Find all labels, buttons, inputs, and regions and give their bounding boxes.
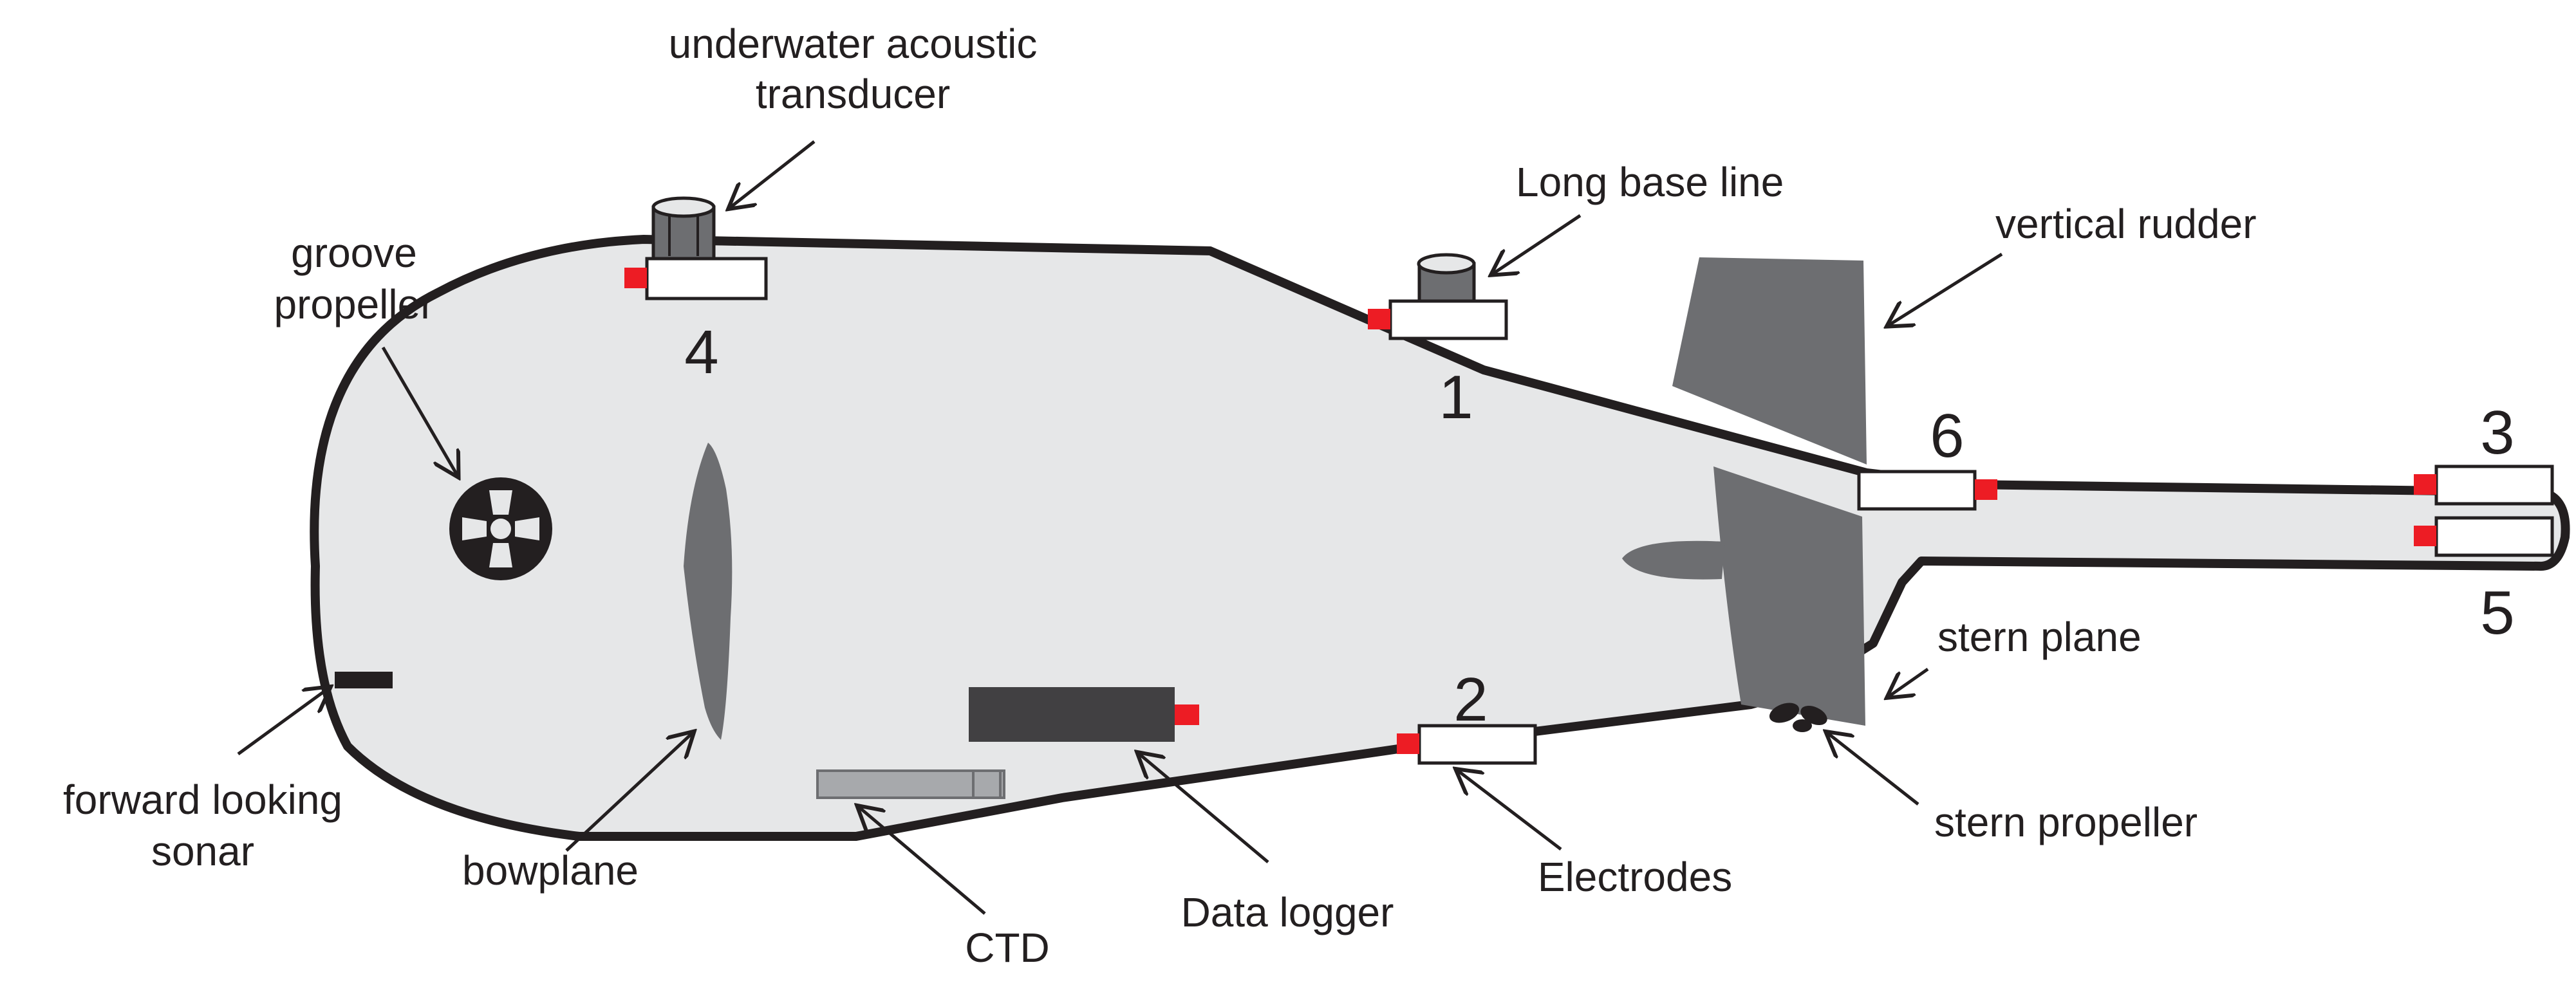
arrow-stern-plane bbox=[1889, 667, 1929, 696]
arrow-vertical-rudder bbox=[1889, 252, 2003, 325]
arrow-data-logger bbox=[1139, 754, 1269, 863]
electrode-2-marker bbox=[1397, 733, 1419, 754]
label-sonar-line2: sonar bbox=[151, 828, 254, 874]
hull-body bbox=[310, 235, 2570, 841]
horizontal-fin bbox=[1622, 540, 1725, 580]
label-vertical-rudder: vertical rudder bbox=[1995, 201, 2257, 247]
stern-plane-fin bbox=[1713, 466, 1865, 726]
arrow-forward-looking-sonar bbox=[237, 688, 328, 756]
electrode-1-box bbox=[1388, 299, 1508, 340]
electrode-3-box bbox=[2434, 465, 2554, 506]
forward-looking-sonar-block bbox=[335, 672, 393, 688]
label-stern-plane: stern plane bbox=[1937, 614, 2142, 660]
bowplane-fin bbox=[684, 443, 733, 740]
electrode-4-marker bbox=[624, 268, 647, 288]
electrode-number-4: 4 bbox=[684, 318, 718, 387]
label-stern-propeller: stern propeller bbox=[1934, 799, 2198, 845]
data-logger-marker bbox=[1175, 704, 1199, 725]
label-transducer-line2: transducer bbox=[756, 71, 950, 117]
ctd-cap bbox=[972, 769, 1002, 799]
label-bowplane: bowplane bbox=[462, 847, 639, 894]
electrode-number-3: 3 bbox=[2480, 398, 2514, 467]
data-logger-box bbox=[969, 687, 1175, 742]
label-transducer-line1: underwater acoustic bbox=[669, 21, 1038, 67]
electrode-5-box bbox=[2434, 516, 2554, 557]
arrow-groove-propeller bbox=[381, 346, 457, 475]
stern-propeller-icon bbox=[1769, 703, 1827, 732]
arrow-ctd bbox=[859, 807, 986, 915]
label-electrodes: Electrodes bbox=[1538, 854, 1732, 900]
electrode-number-5: 5 bbox=[2480, 578, 2514, 647]
electrode-6-box bbox=[1857, 470, 1977, 511]
electrode-number-1: 1 bbox=[1439, 363, 1473, 432]
arrow-long-base-line bbox=[1493, 214, 1582, 273]
arrow-bowplane bbox=[565, 733, 692, 852]
electrode-1-marker bbox=[1368, 309, 1390, 329]
label-long-base-line: Long base line bbox=[1516, 159, 1784, 205]
arrow-transducer bbox=[731, 140, 816, 207]
label-groove-line2: propeller bbox=[274, 281, 434, 327]
electrode-number-6: 6 bbox=[1930, 401, 1964, 470]
electrode-6-marker bbox=[1975, 479, 1997, 500]
vertical-rudder-fin bbox=[1672, 257, 1867, 465]
groove-propeller-icon bbox=[449, 477, 552, 580]
electrode-5-marker bbox=[2414, 526, 2436, 546]
label-groove-line1: groove bbox=[291, 230, 417, 276]
label-sonar-line1: forward looking bbox=[63, 777, 342, 823]
arrow-electrodes bbox=[1458, 771, 1562, 851]
label-data-logger: Data logger bbox=[1181, 889, 1394, 935]
acoustic-transducer-icon bbox=[651, 196, 716, 261]
electrode-number-2: 2 bbox=[1453, 665, 1488, 734]
arrow-stern-propeller bbox=[1828, 733, 1919, 805]
ctd-sensor bbox=[816, 769, 1005, 799]
electrode-4-box bbox=[645, 257, 768, 300]
electrode-3-marker bbox=[2414, 474, 2436, 495]
label-ctd: CTD bbox=[965, 925, 1050, 971]
long-base-line-transponder-icon bbox=[1417, 253, 1476, 306]
